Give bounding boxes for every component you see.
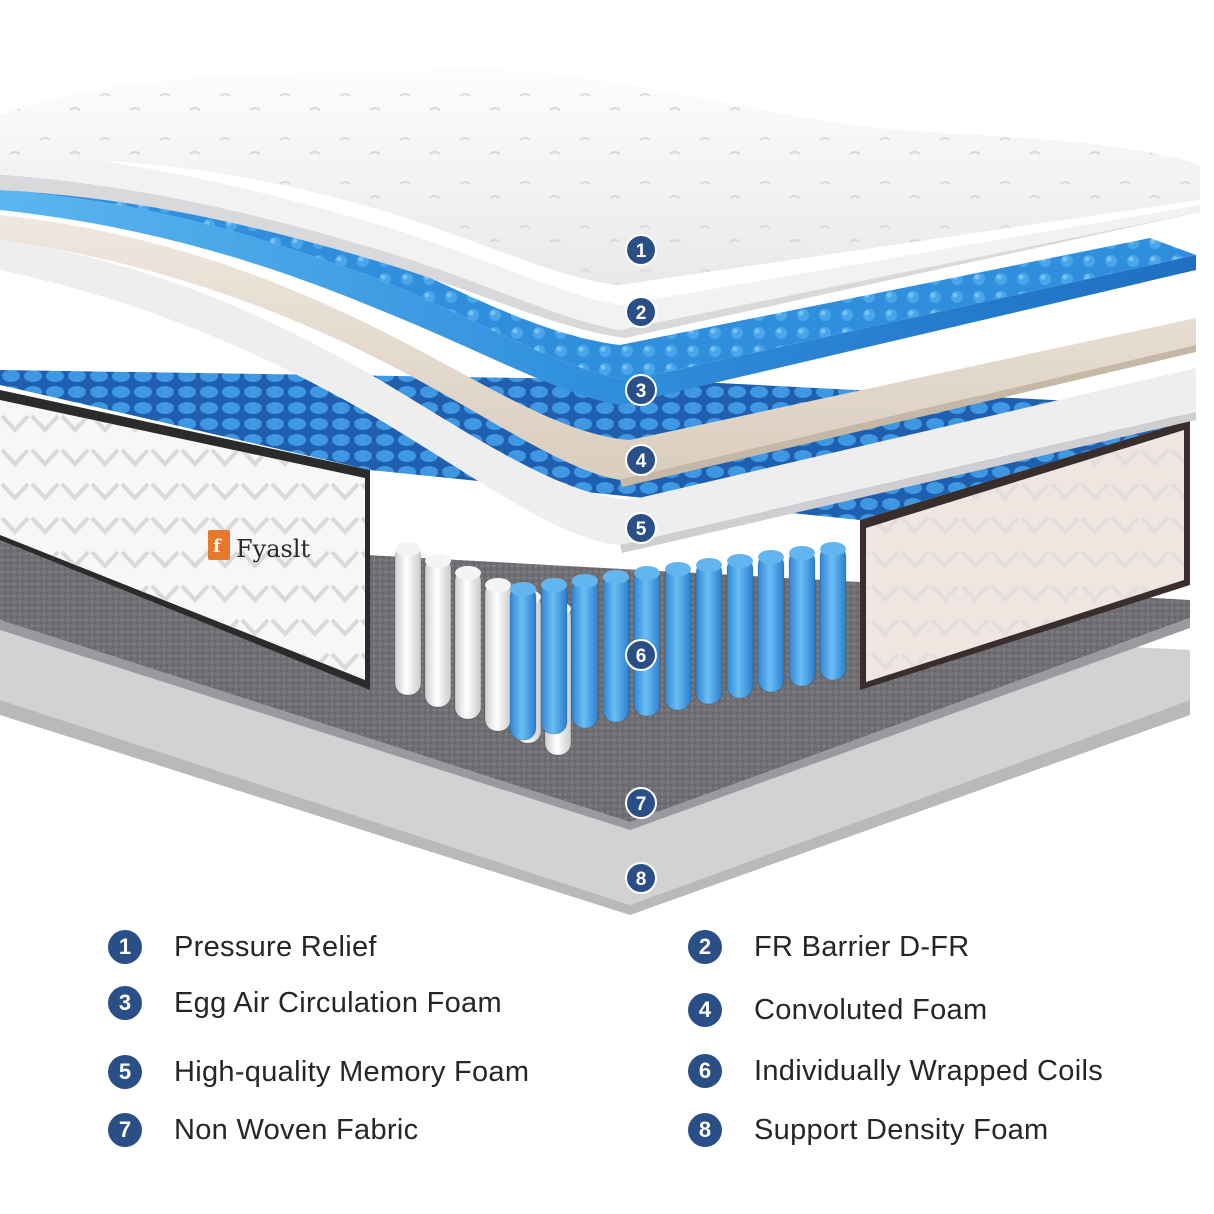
legend-item-non-woven-fabric: 7 Non Woven Fabric [108,1110,418,1150]
legend-label-4: Convoluted Foam [754,993,988,1026]
coil-white [454,566,482,720]
coil-blue [509,582,537,741]
coil-blue [664,562,692,711]
marker-number-8: 8 [636,869,647,890]
legend-item-egg-foam: 3 Egg Air Circulation Foam [108,983,502,1023]
marker-3: 3 [625,374,657,406]
coil-blue [819,542,847,681]
layer-6-individually-wrapped-coils [394,542,847,756]
legend-badge-3: 3 [108,986,142,1020]
marker-number-6: 6 [636,646,647,667]
legend-label-2: FR Barrier D-FR [754,930,970,963]
marker-8: 8 [625,862,657,894]
layer-4-convoluted-foam [0,215,1196,480]
layer-5-memory-foam [0,240,1196,545]
coil-blue [571,574,599,729]
coil-blue [695,558,723,705]
legend-item-pressure-relief: 1 Pressure Relief [108,927,377,967]
legend-label-1: Pressure Relief [174,930,377,963]
coil-white [484,578,512,732]
marker-number-3: 3 [636,381,647,402]
marker-number-2: 2 [636,303,647,324]
marker-number-1: 1 [636,241,647,262]
marker-number-5: 5 [636,519,647,540]
marker-number-7: 7 [636,794,647,815]
coil-white [424,554,452,708]
brand-logo-mark [208,530,230,560]
legend-label-5: High-quality Memory Foam [174,1055,530,1088]
legend-badge-4: 4 [688,993,722,1027]
marker-number-4: 4 [636,451,647,472]
legend-item-memory-foam: 5 High-quality Memory Foam [108,1052,529,1092]
marker-6: 6 [625,639,657,671]
legend-label-7: Non Woven Fabric [174,1113,419,1146]
coil-white [394,542,422,696]
brand-logo: f Fyaslt [208,530,311,563]
marker-4: 4 [625,444,657,476]
legend-label-3: Egg Air Circulation Foam [174,986,502,1019]
legend-label-8: Support Density Foam [754,1113,1049,1146]
marker-7: 7 [625,787,657,819]
coil-blue [602,570,630,723]
legend-label-6: Individually Wrapped Coils [754,1054,1103,1087]
marker-2: 2 [625,296,657,328]
legend-item-wrapped-coils: 6 Individually Wrapped Coils [688,1051,1103,1091]
coil-blue [788,546,816,687]
legend-item-support-foam: 8 Support Density Foam [688,1110,1049,1150]
mattress-layers-illustration: f Fyaslt 1 2 3 4 5 6 7 8 [0,67,1200,915]
legend-badge-1: 1 [108,930,142,964]
legend-item-fr-barrier: 2 FR Barrier D-FR [688,927,970,967]
coil-blue [540,578,568,735]
layer-2-fr-barrier [0,175,1200,338]
brand-name: Fyaslt [236,535,311,563]
legend-badge-6: 6 [688,1054,722,1088]
layer-3-egg-foam [0,190,1196,405]
legend-badge-2: 2 [688,930,722,964]
coil-blue [726,554,754,699]
coil-blue [757,550,785,693]
svg-text:f: f [213,536,222,557]
legend-badge-8: 8 [688,1113,722,1147]
legend-badge-7: 7 [108,1113,142,1147]
legend-badge-5: 5 [108,1055,142,1089]
marker-5: 5 [625,512,657,544]
layer-number-markers: 1 2 3 4 5 6 7 8 [625,234,657,894]
legend-item-convoluted-foam: 4 Convoluted Foam [688,990,987,1030]
marker-1: 1 [625,234,657,266]
